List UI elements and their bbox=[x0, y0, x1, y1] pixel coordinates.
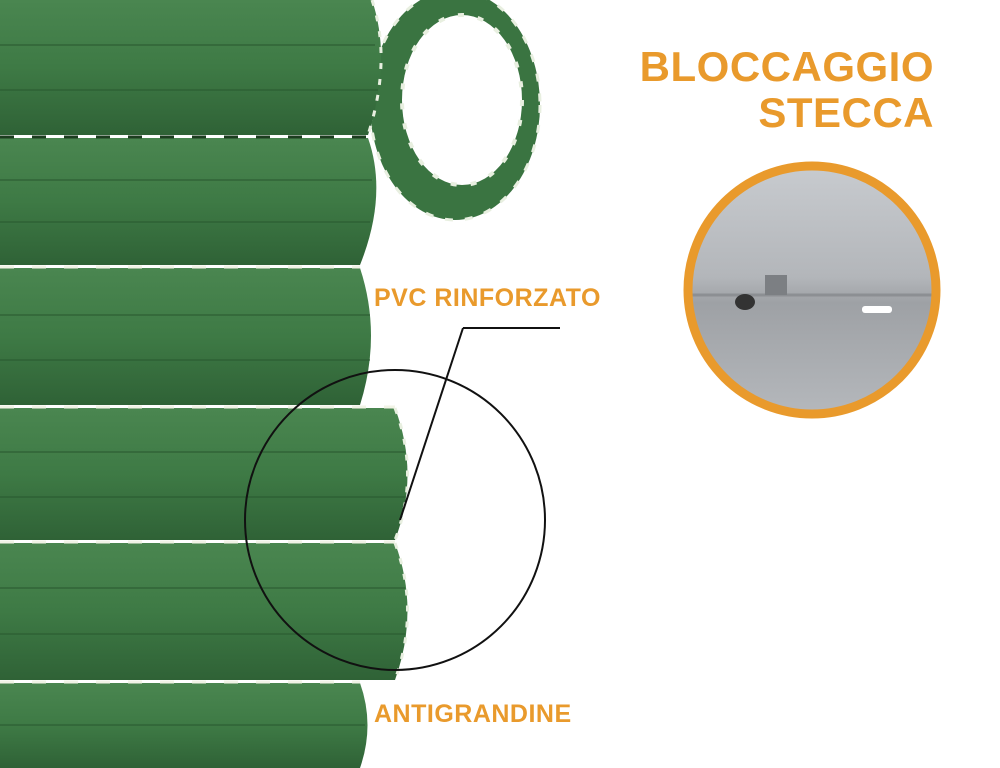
shutter-slats bbox=[0, 0, 409, 768]
shutter-roll bbox=[368, 0, 542, 222]
label-antigrandine: ANTIGRANDINE bbox=[374, 700, 572, 728]
title-heading: BLOCCAGGIO STECCA bbox=[640, 44, 934, 136]
lock-detail-circle bbox=[683, 161, 941, 419]
pointer-line bbox=[399, 327, 464, 521]
label-pvc-rinforzato: PVC RINFORZATO bbox=[374, 284, 601, 312]
magnifier-circle bbox=[244, 369, 546, 671]
title-line-2: STECCA bbox=[758, 89, 934, 136]
title-line-1: BLOCCAGGIO bbox=[639, 43, 934, 90]
